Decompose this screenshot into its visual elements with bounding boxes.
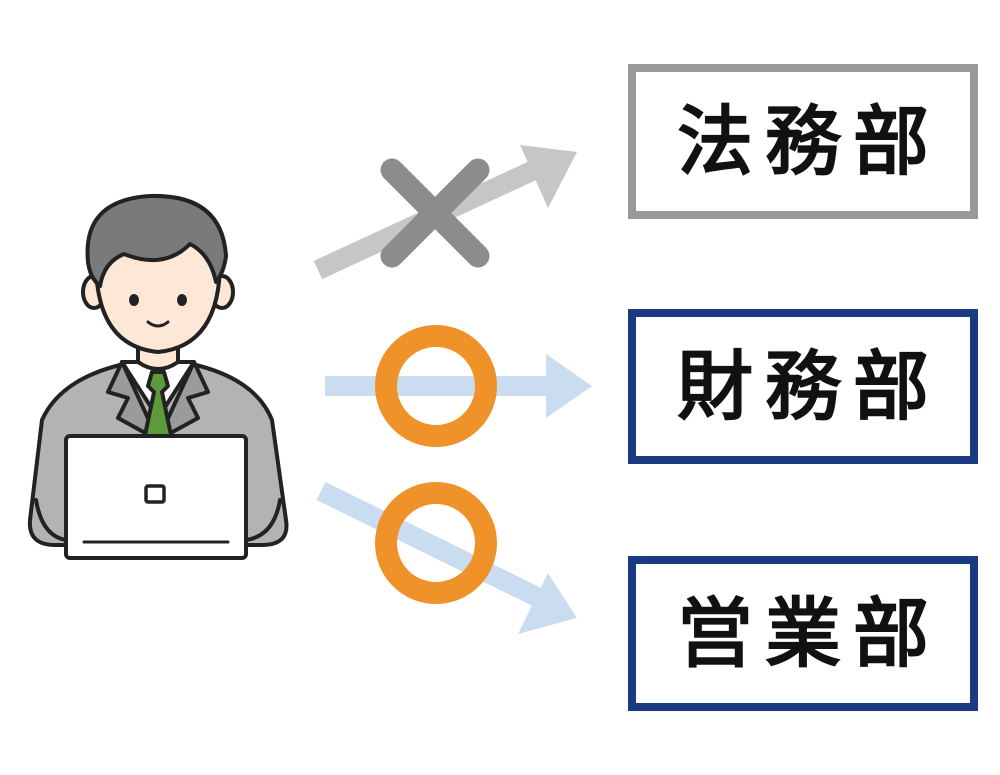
dept-label-finance: 財務部 — [677, 341, 941, 431]
businessman-laptop-icon — [27, 193, 289, 560]
cross-mark-icon — [380, 158, 490, 268]
dept-box-finance: 財務部 — [628, 309, 978, 464]
dept-label-sales: 営業部 — [677, 588, 941, 678]
dept-label-legal: 法務部 — [677, 96, 941, 186]
arrow-to-finance — [325, 354, 592, 418]
circle-mark-icon — [375, 325, 497, 447]
dept-box-sales: 営業部 — [628, 556, 978, 711]
circle-mark-icon — [375, 482, 497, 604]
dept-box-legal: 法務部 — [628, 64, 978, 219]
arrow-to-sales — [316, 482, 577, 634]
